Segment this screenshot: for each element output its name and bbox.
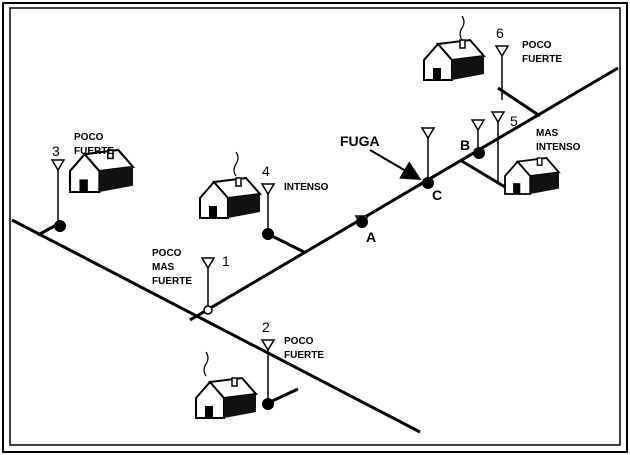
main-pipe xyxy=(11,218,421,434)
sensor-4-line1: INTENSO xyxy=(284,182,329,193)
sensor-5-number: 5 xyxy=(510,113,518,129)
sensor-6-number: 6 xyxy=(496,25,504,41)
sensor-5-line1: MAS xyxy=(536,128,559,139)
smoke-house-2 xyxy=(203,351,209,377)
sensor-1-line1: POCO xyxy=(152,248,182,259)
leak-label: FUGA xyxy=(340,133,380,149)
sensor-3 xyxy=(51,159,65,224)
leak-arrow xyxy=(369,149,422,181)
service-line-house-4 xyxy=(267,232,305,254)
sensor-6-line1: POCO xyxy=(522,40,552,51)
sensor-5-line2: INTENSO xyxy=(536,142,581,153)
branch-pipe xyxy=(189,66,619,322)
junction-3 xyxy=(54,220,66,232)
junction-c xyxy=(422,177,434,189)
sensor-2-line2: FUERTE xyxy=(284,350,324,361)
sensor-3-line1: POCO xyxy=(74,132,104,143)
junction-a xyxy=(356,216,368,228)
house-2-icon xyxy=(195,377,257,419)
sensor-6 xyxy=(495,45,509,100)
junction-1 xyxy=(203,305,213,315)
sensor-3-number: 3 xyxy=(52,143,60,159)
sensor-2-number: 2 xyxy=(262,319,270,335)
junction-4 xyxy=(262,228,274,240)
inner-border xyxy=(9,7,621,446)
sensor-4 xyxy=(261,183,275,234)
sensor-6-line2: FUERTE xyxy=(522,54,562,65)
smoke-house-4 xyxy=(233,151,239,177)
sensor-1-number: 1 xyxy=(222,253,230,269)
sensor-c xyxy=(421,127,435,182)
sensor-4-number: 4 xyxy=(262,163,270,179)
house-4-icon xyxy=(199,177,261,219)
sensor-1 xyxy=(201,257,215,308)
junction-2 xyxy=(262,398,274,410)
house-5-icon xyxy=(504,157,560,195)
house-6-icon xyxy=(423,39,485,81)
service-line-house-6 xyxy=(497,86,541,118)
smoke-house-6 xyxy=(459,15,465,41)
sensor-2-line1: POCO xyxy=(284,336,314,347)
service-line-house-5 xyxy=(459,158,511,192)
sensor-1-line2: MAS xyxy=(152,262,175,273)
sensor-2 xyxy=(261,339,275,404)
sensor-3-line2: FUERTE xyxy=(74,146,114,157)
sensor-1-line3: FUERTE xyxy=(152,276,192,287)
point-b-label: B xyxy=(460,137,470,153)
service-line-house-2 xyxy=(267,387,299,405)
junction-b xyxy=(473,147,485,159)
sensor-5 xyxy=(491,111,505,184)
point-c-label: C xyxy=(432,187,442,203)
point-a-label: A xyxy=(366,229,376,245)
